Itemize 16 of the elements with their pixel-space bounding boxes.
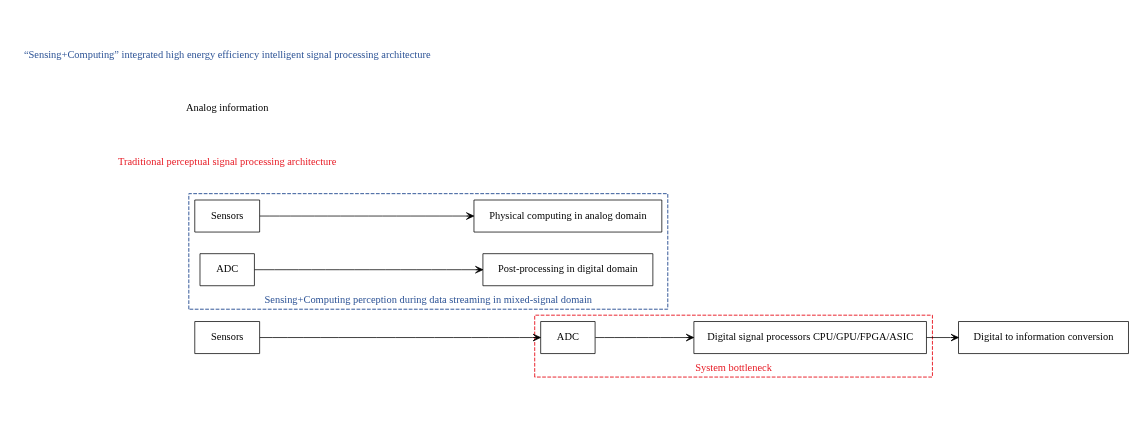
arrow bbox=[926, 333, 959, 341]
node-box: Digital signal processors CPU/GPU/FPGA/ASIC bbox=[693, 320, 927, 354]
node-box: Physical computing in analog domain bbox=[473, 199, 663, 232]
node-box: Sensors bbox=[194, 199, 260, 232]
label: “Sensing+Computing” integrated high energy efficiency intelligent signal processing architecture bbox=[23, 48, 431, 60]
arrow bbox=[259, 333, 541, 341]
node-box: Post-processing in digital domain bbox=[482, 252, 654, 286]
node-box: ADC bbox=[199, 252, 255, 286]
arrow bbox=[259, 211, 475, 220]
node-box: Sensors bbox=[194, 320, 260, 354]
arrow bbox=[594, 333, 695, 341]
label: Traditional perceptual signal processing architecture bbox=[118, 155, 337, 167]
node-box: ADC bbox=[540, 320, 596, 354]
label: Analog information bbox=[185, 101, 269, 113]
arrow bbox=[254, 265, 484, 273]
node-box: Digital to information conversion bbox=[958, 320, 1129, 354]
